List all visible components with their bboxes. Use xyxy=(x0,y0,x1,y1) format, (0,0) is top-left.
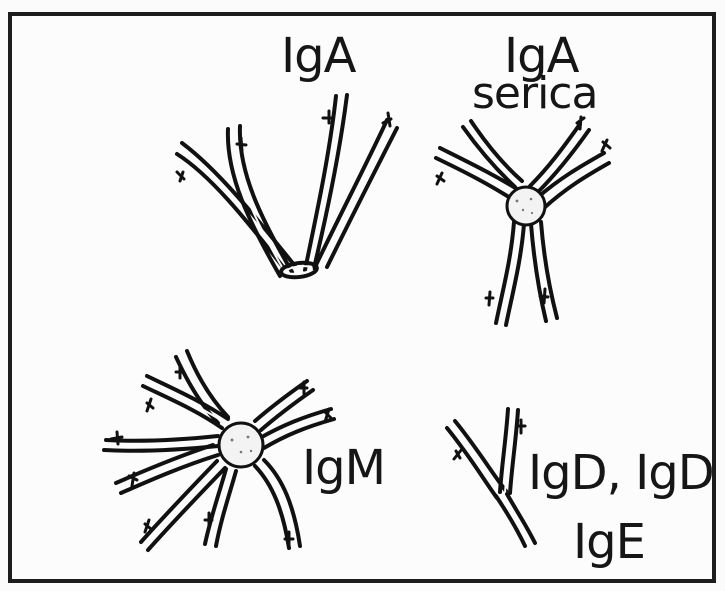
iga-top-label: IgA xyxy=(281,32,355,80)
ige-label: IgE xyxy=(573,518,645,566)
monomer-icon xyxy=(447,409,535,546)
igm-label: IgM xyxy=(302,444,385,492)
igd-label: IgD, IgD xyxy=(528,449,714,497)
trimer-icon xyxy=(436,117,610,325)
dimer-icon xyxy=(177,95,397,279)
iga-serica-label-line2: serica xyxy=(472,72,597,116)
pentamer-icon xyxy=(104,351,334,550)
